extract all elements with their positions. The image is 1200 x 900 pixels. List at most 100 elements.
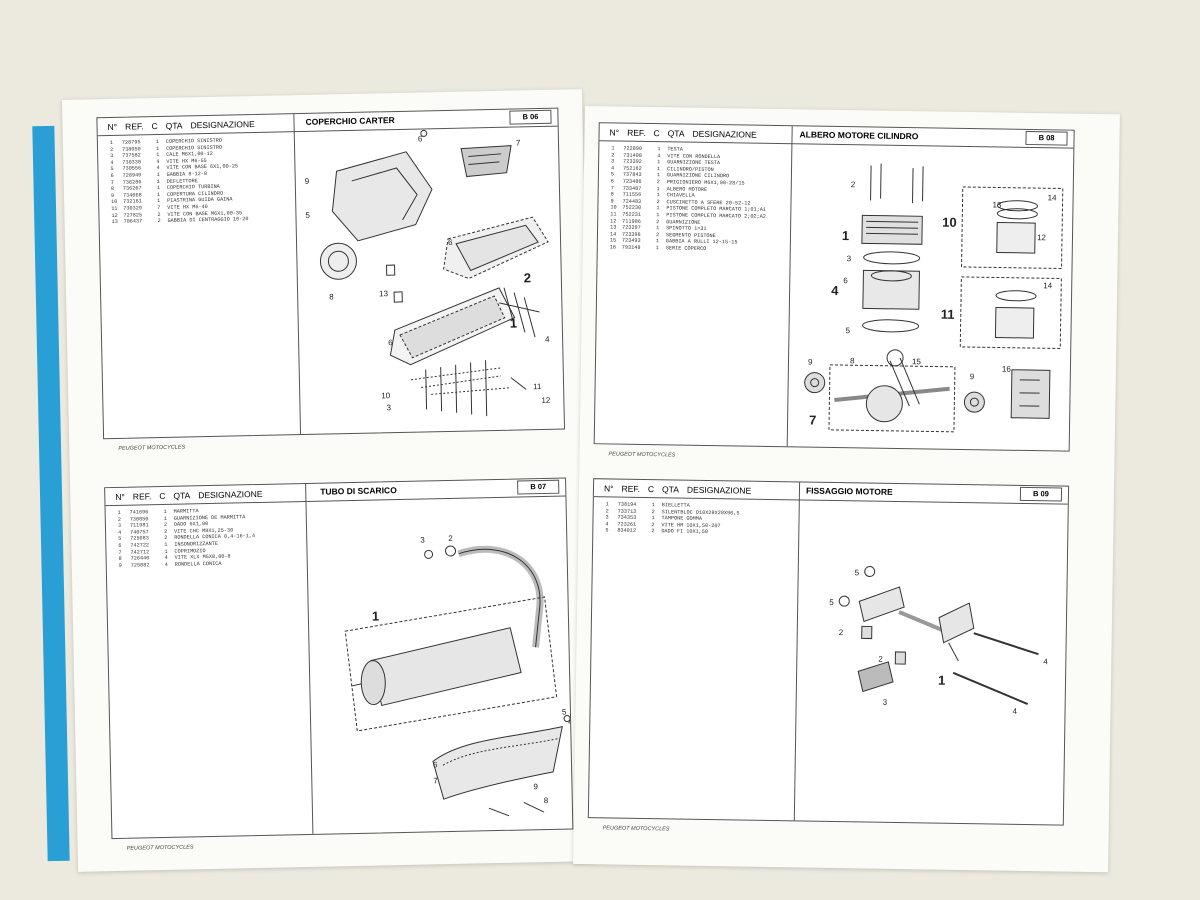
callout-label: 5 (845, 326, 850, 335)
part-reference: 834012 (617, 527, 637, 535)
callout-label: 4 (1012, 707, 1017, 716)
column-header: C (647, 484, 655, 495)
part-quantity: 4 (164, 561, 168, 568)
callout-label: 6 (433, 760, 438, 769)
column-header: N° (115, 491, 125, 502)
part-reference: 706437 (123, 218, 143, 225)
column-header: QTA (165, 120, 183, 131)
column-header: N° (107, 121, 118, 133)
column-header: DESIGNAZIONE (692, 128, 757, 140)
callout-label: 10 (942, 215, 957, 230)
exploded-diagram-tubo-di-scarico: 3 2 1 5 4 6 7 9 8 (344, 534, 572, 817)
callout-label: 4 (831, 283, 839, 298)
callout-label: 7 (516, 138, 521, 147)
callout-label: 12 (1037, 233, 1047, 242)
footer-brand: PEUGEOT MOTOCYCLES (118, 444, 186, 452)
footer-brand: PEUGEOT MOTOCYCLES (602, 825, 670, 833)
callout-label: 4 (1043, 657, 1048, 666)
callout-label: 1 (842, 228, 849, 243)
panel-title: ALBERO MOTORE CILINDRO (799, 129, 919, 142)
column-header: REF. (627, 127, 646, 138)
column-headers: N° REF. C QTA DESIGNAZIONE (604, 483, 759, 495)
callout-label: 13 (379, 289, 389, 298)
part-number: 9 (118, 562, 122, 569)
callout-label: 11 (941, 307, 955, 322)
column-header: C (151, 121, 158, 132)
callout-label: 7 (809, 413, 816, 428)
callout-label: 2 (524, 270, 532, 285)
panel-code: B 08 (1025, 130, 1068, 146)
callout-label: 8 (329, 292, 334, 301)
callout-label: 11 (533, 382, 542, 391)
column-header: QTA (667, 128, 685, 139)
callout-label: 2 (839, 628, 844, 637)
column-header: N° (603, 483, 614, 494)
callout-label: 1 (372, 608, 380, 623)
column-header: DESIGNAZIONE (198, 488, 263, 501)
callout-label: 2 (878, 655, 883, 664)
column-header: N° (609, 127, 620, 138)
callout-label: 6 (388, 338, 393, 347)
part-designation: GABBIA DI CENTRAGGIO 10-20 (167, 216, 249, 224)
callout-label: 5 (305, 211, 310, 220)
part-designation: SERIE COPERCO (665, 245, 707, 252)
callout-label: 2 (448, 534, 453, 543)
callout-label: 7 (433, 776, 438, 785)
callout-label: 9 (808, 358, 813, 367)
callout-label: 9 (970, 372, 975, 381)
callout-label: 4 (545, 335, 550, 344)
column-header: C (159, 490, 166, 502)
callout-label: 3 (847, 254, 852, 263)
column-header: REF. (621, 483, 641, 494)
part-designation: RONDELLA CONICA (174, 560, 222, 568)
footer-brand: PEUGEOT MOTOCYCLES (608, 451, 676, 459)
column-header: QTA (662, 484, 680, 495)
part-reference: 725082 (130, 562, 150, 569)
exploded-diagram-albero-motore-cilindro: 2 1 3 4 6 5 10 11 14 12 13 14 9 8 15 7 9… (804, 163, 1064, 433)
panel-title: TUBO DI SCARICO (320, 485, 397, 497)
callout-label: 5 (829, 598, 834, 607)
callout-label: 3 (386, 403, 391, 412)
part-designation: DADO FI 10X1,50 (661, 528, 709, 536)
right-page: N° REF. C QTA DESIGNAZIONE ALBERO MOTORE CIL… (573, 106, 1120, 873)
callout-label: 6 (448, 238, 453, 247)
callout-label: 5 (562, 708, 567, 717)
panel-code: B 07 (517, 479, 560, 495)
callout-label: 3 (420, 535, 425, 544)
callout-label: 9 (305, 177, 310, 186)
callout-label: 15 (912, 357, 922, 366)
panel-title: FISSAGGIO MOTORE (805, 485, 893, 497)
column-header: DESIGNAZIONE (686, 484, 752, 496)
column-header: REF. (132, 491, 152, 502)
column-header: REF. (125, 121, 144, 132)
callout-label: 9 (533, 782, 538, 791)
callout-label: 4 (568, 717, 572, 726)
footer-brand: PEUGEOT MOTOCYCLES (126, 844, 194, 852)
part-quantity: 2 (651, 528, 655, 535)
callout-label: 12 (541, 396, 551, 405)
column-header: DESIGNAZIONE (190, 118, 255, 131)
part-number: 13 (111, 218, 118, 226)
panel-code: B 06 (509, 109, 552, 125)
part-quantity: 1 (655, 245, 659, 252)
part-number: 5 (605, 527, 609, 534)
callout-label: 1 (938, 673, 945, 688)
callout-label: 6 (843, 276, 848, 285)
panel-title: COPERCHIO CARTER (305, 115, 395, 127)
callout-label: 14 (1048, 193, 1058, 202)
panel-code: B 09 (1019, 486, 1063, 502)
callout-label: 8 (850, 356, 855, 365)
callout-label: 10 (381, 391, 391, 400)
callout-label: 3 (883, 698, 888, 707)
part-reference: 793148 (621, 244, 641, 251)
column-headers: N° REF. C QTA DESIGNAZIONE (107, 119, 262, 132)
callout-label: 2 (851, 180, 856, 189)
